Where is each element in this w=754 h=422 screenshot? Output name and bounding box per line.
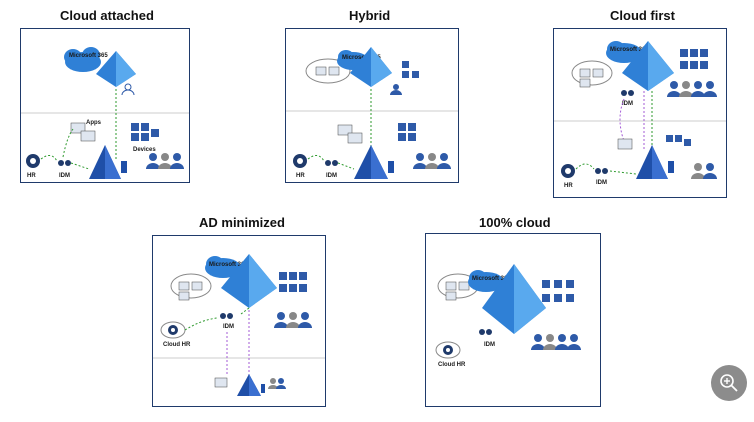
idm-label: IDM [484,342,495,348]
cloud-apps-icon [571,60,613,88]
diagram-100-cloud: Microsoft 365 IDM Cloud HR [425,233,601,407]
idm-icon [479,329,492,335]
apps-icon [70,122,96,142]
active-directory-icon [89,145,127,179]
active-directory-icon [237,374,265,396]
azure-ad-icon [350,47,392,87]
m365-label: Microsoft 365 [209,262,248,268]
devices-icon-2 [398,123,416,141]
diagram-cloud-first: Microsoft 365 IDM HR IDM [553,28,727,198]
azure-ad-icon [622,41,674,91]
devices-label: Devices [133,147,156,153]
apps-icon [337,124,363,144]
panel-title-cloud-attached: Cloud attached [60,8,154,23]
apps-label: Apps [86,120,102,126]
diagram-hybrid: Microsoft 365 HR IDM [285,28,459,183]
zoom-in-button[interactable] [711,365,747,401]
panel-title-ad-minimized: AD minimized [199,215,285,230]
cloud-hr-icon [435,341,461,359]
people-icon [667,81,717,97]
people-icon [274,312,312,328]
cloud-hr-icon [160,321,186,339]
idm-label-top: IDM [622,101,633,107]
people-icon-2 [268,378,286,389]
cloud-hr-label: Cloud HR [163,342,191,348]
idm-icon [58,160,71,166]
panel-title-hybrid: Hybrid [349,8,391,23]
devices-icon [680,49,708,69]
azure-ad-icon [482,264,546,334]
hr-icon [561,164,575,178]
idm-icon [621,90,634,96]
hr-icon [293,154,307,168]
diagram-cloud-attached: Microsoft 365 Apps Devices HR IDM [20,28,190,183]
idm-icon [220,313,233,319]
apps-icon [214,377,228,388]
m365-label: Microsoft 365 [342,55,381,61]
people-icon [146,153,184,169]
devices-icon [279,272,307,292]
cloud-apps-icon [437,273,479,301]
panel-title-100-cloud: 100% cloud [479,215,551,230]
m365-label: Microsoft 365 [69,53,108,59]
idm-icon [325,160,338,166]
people-icon [531,334,581,350]
people-icon [413,153,451,169]
azure-ad-icon [221,254,277,308]
active-directory-icon [354,145,394,179]
idm-label: IDM [59,173,70,179]
devices-icon-2 [666,135,691,146]
idm-label: IDM [596,180,607,186]
hr-label: HR [27,173,36,179]
devices-icon [131,123,159,141]
cloud-hr-label: Cloud HR [438,362,466,368]
m365-label: Microsoft 365 [472,276,511,282]
cloud-icon [205,256,241,278]
idm-icon-2 [595,168,608,174]
hr-label: HR [296,173,305,179]
m365-label: Microsoft 365 [610,47,649,53]
devices-icon [542,280,574,302]
active-directory-icon [636,145,674,179]
cloud-icon [606,41,642,63]
cloud-icon [64,47,101,72]
users-outline-icon [121,83,135,96]
idm-label: IDM [223,324,234,330]
devices-icon [402,61,419,78]
azure-ad-icon [96,51,136,87]
hr-label: HR [564,183,573,189]
idm-label: IDM [326,173,337,179]
diagram-ad-minimized: Microsoft 365 IDM Cloud HR [152,235,326,407]
people-icon-2 [691,163,717,179]
cloud-icon [468,270,504,292]
zoom-in-icon [720,374,738,392]
users-icon [390,84,402,95]
panel-title-cloud-first: Cloud first [610,8,675,23]
hr-icon [26,154,40,168]
cloud-apps-icon [170,273,212,301]
apps-icon [617,138,633,150]
